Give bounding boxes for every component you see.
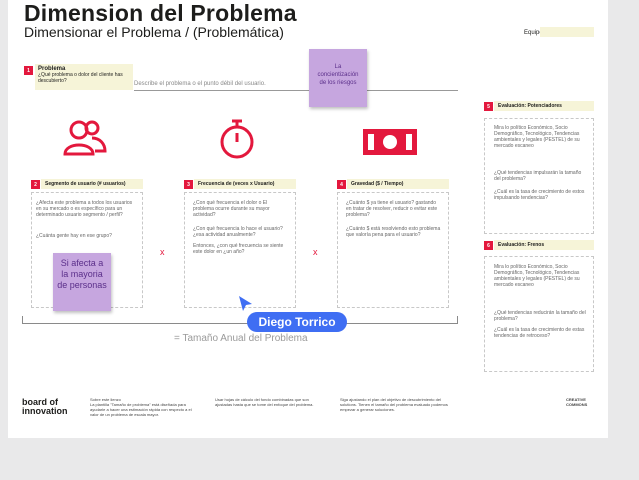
multiply-sign-1: x [160,247,165,257]
money-icon [362,128,418,161]
severity-text-1: ¿Cuánto $ ya tiene el usuario? gastando … [346,200,438,218]
footer-col-2: Usar hojas de cálculo del fondo combinad… [215,397,314,407]
logo-line-2: innovation [22,406,68,416]
footer-col-1: Sobre este lienzo La plantilla "Tamaño d… [90,397,192,417]
page-title: Dimension del Problema [24,0,297,26]
section-number-4: 4 [337,180,346,189]
license-badge: CREATIVE COMMONS [566,397,587,407]
license-line-1: CREATIVE [566,397,586,402]
problem-title: Problema [38,66,66,72]
multiply-sign-2: x [313,247,318,257]
section-number-2: 2 [31,180,40,189]
boosters-text-3: ¿Cuál es la tasa de crecimiento de estos… [494,189,585,201]
section-number-3: 3 [184,180,193,189]
problem-placeholder[interactable]: Describe el problema o el punto débil de… [134,81,266,87]
severity-box[interactable] [337,192,449,308]
frequency-text-3: Entonces, ¿con qué frecuencia se siente … [193,243,284,255]
logo-line-1: board of [22,397,58,407]
collaborator-cursor-label: Diego Torrico [247,312,347,332]
side-title-boosters: Evaluación: Potenciadores [494,101,594,111]
cursor-pointer-icon [238,295,254,318]
frequency-box[interactable] [184,192,296,308]
sticky-note-segment[interactable]: Si afecta a la mayoria de personas [53,253,111,311]
section-number-1: 1 [24,66,33,75]
frequency-text-1: ¿Con qué frecuencia el dolor o El proble… [193,200,270,218]
logo: board of innovation [22,398,68,416]
bracket-line [22,316,458,324]
section-number-5: 5 [484,102,493,111]
brakes-box[interactable] [484,256,594,372]
page-subtitle: Dimensionar el Problema / (Problemática) [24,24,284,40]
problem-question: ¿Qué problema o dolor del cliente has de… [38,72,123,84]
stopwatch-icon [218,116,256,167]
brakes-text-3: ¿Cuál es la tasa de crecimiento de estas… [494,327,585,339]
section-number-6: 6 [484,241,493,250]
side-title-brakes: Evaluación: Frenos [494,240,594,250]
column-title-frequency: Frecuencia de (veces x Usuario) [194,179,296,189]
users-icon [62,118,108,163]
boosters-box[interactable] [484,118,594,234]
brakes-text-2: ¿Qué tendencias reducirán la tamaño del … [494,310,586,322]
column-title-segment: Segmento de usuario (# usuarios) [41,179,143,189]
team-label: Equipo [524,30,543,36]
footer-col-3: Siga ajustando el plan del objetivo de d… [340,397,448,412]
segment-text-2: ¿Cuánta gente hay en ese grupo? [36,233,112,239]
problem-underline [134,90,458,91]
boosters-text-2: ¿Qué tendencias impulsarán la tamaño del… [494,170,582,182]
sticky-note-problem[interactable]: La concientización de los riesgos [309,49,367,107]
boosters-text-1: Mira lo político Económico, Socio Demogr… [494,125,580,149]
frequency-text-2: ¿Con qué frecuencia lo hace el usuario? … [193,226,283,238]
column-title-severity: Gravedad ($ / Tiempo) [347,179,449,189]
license-line-2: COMMONS [566,402,588,407]
problem-label-box: Problema ¿Qué problema o dolor del clien… [35,64,133,90]
severity-text-2: ¿Cuánto $ está resolviendo esto problema… [346,226,441,238]
team-input[interactable] [540,27,594,37]
footer [8,390,608,438]
formula-label: = Tamaño Anual del Problema [174,333,308,344]
segment-text-1: ¿Afecta este problema a todos los usuari… [36,200,133,218]
brakes-text-1: Mira lo político Económico, Socio Demogr… [494,264,580,288]
